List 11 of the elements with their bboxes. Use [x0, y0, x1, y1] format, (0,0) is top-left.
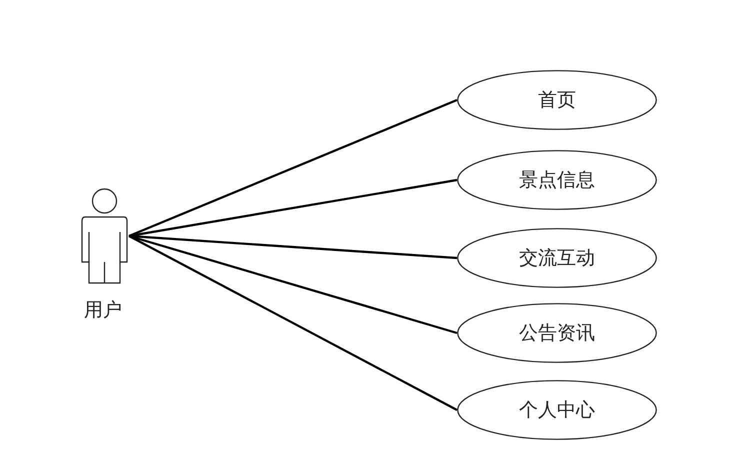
use-case-ellipse: 景点信息: [457, 150, 657, 210]
connector-line: [128, 234, 458, 334]
connector-line: [128, 98, 458, 238]
connector-line: [128, 178, 458, 238]
use-case-ellipse: 公告资讯: [457, 303, 657, 363]
use-case-ellipse: 首页: [457, 70, 657, 130]
actor-label: 用户: [84, 298, 122, 323]
connector-line: [128, 234, 458, 260]
use-case-ellipse: 个人中心: [457, 380, 657, 440]
connector-line: [128, 235, 458, 411]
use-case-ellipse: 交流互动: [457, 228, 657, 288]
